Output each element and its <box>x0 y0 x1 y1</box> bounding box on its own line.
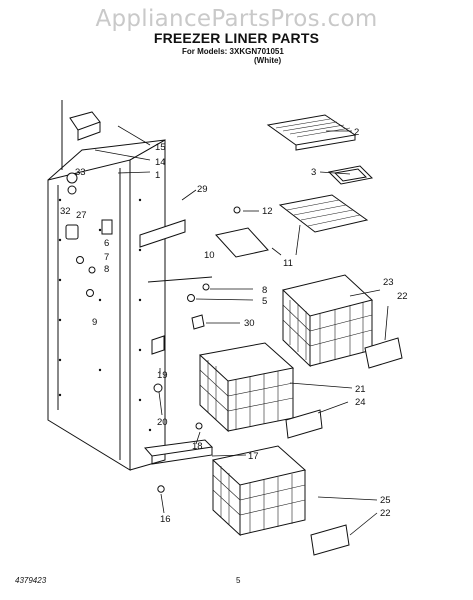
page-title: FREEZER LINER PARTS <box>153 30 320 46</box>
callout-15: 15 <box>155 142 166 153</box>
callout-11: 11 <box>283 258 293 269</box>
callout-8-right: 8 <box>262 285 267 296</box>
basket-front-trim-middle <box>285 409 323 439</box>
callout-7: 7 <box>104 252 109 263</box>
watermark: AppliancePartsPros.com <box>95 6 378 32</box>
upper-basket <box>281 274 374 368</box>
callout-labels: 15 14 1 33 32 27 6 7 8 9 29 2 3 12 10 11… <box>60 127 408 525</box>
callout-20: 20 <box>157 417 168 428</box>
wire-shelf <box>278 194 369 233</box>
callout-1: 1 <box>155 170 160 181</box>
middle-basket <box>198 342 295 433</box>
callout-33: 33 <box>75 167 86 178</box>
callout-22-lower: 22 <box>380 508 391 519</box>
callout-9: 9 <box>92 317 97 328</box>
callout-32: 32 <box>60 206 71 217</box>
callout-27: 27 <box>76 210 87 221</box>
callout-24: 24 <box>355 397 366 408</box>
callout-3: 3 <box>311 167 316 178</box>
callout-8-left: 8 <box>104 264 109 275</box>
callout-18: 18 <box>192 441 203 452</box>
models-label: For Models: 3XKGN701051 <box>182 47 284 56</box>
callout-10: 10 <box>204 250 215 261</box>
callout-23: 23 <box>383 277 394 288</box>
small-fasteners <box>147 276 213 330</box>
callout-2: 2 <box>354 127 359 138</box>
color-label: (White) <box>254 56 282 65</box>
callout-25: 25 <box>380 495 391 506</box>
glass-shelf <box>266 114 357 151</box>
basket-front-trim-upper <box>364 337 403 369</box>
callout-17: 17 <box>248 451 259 462</box>
callout-6: 6 <box>104 238 109 249</box>
callout-30: 30 <box>244 318 255 329</box>
callout-12: 12 <box>262 206 273 217</box>
freezer-liner <box>47 100 214 493</box>
shelf-bracket <box>215 206 269 258</box>
lower-basket <box>211 445 307 537</box>
shelf-cover <box>327 165 374 185</box>
callout-16: 16 <box>160 514 171 525</box>
callout-29: 29 <box>197 184 208 195</box>
page-number: 5 <box>236 576 241 585</box>
callout-19: 19 <box>157 370 168 381</box>
callout-21: 21 <box>355 384 366 395</box>
document-number: 4379423 <box>15 576 47 585</box>
leader-lines <box>94 125 389 536</box>
callout-22-upper: 22 <box>397 291 408 302</box>
callout-14: 14 <box>155 157 166 168</box>
basket-front-trim-lower <box>310 524 350 556</box>
callout-5: 5 <box>262 296 267 307</box>
